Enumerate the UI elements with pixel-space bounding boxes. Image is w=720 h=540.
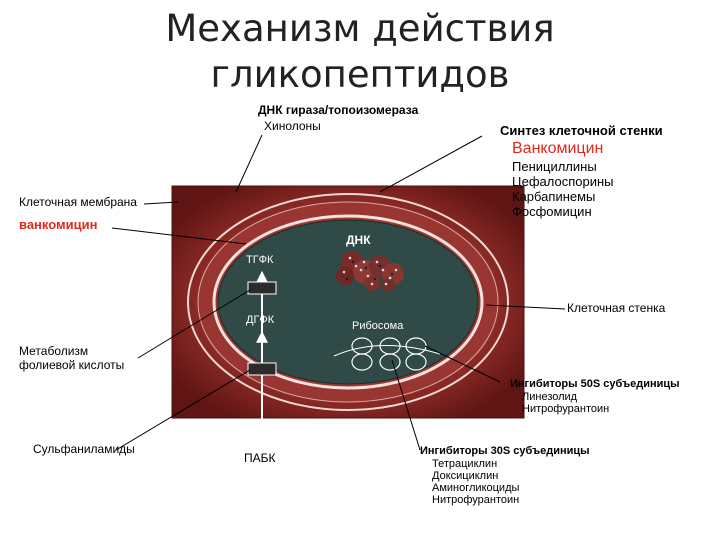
page-title: Механизм действия гликопептидов [160, 6, 560, 98]
cell-wall-drug-list: Пенициллины Цефалоспорины Карбапинемы Фо… [512, 159, 614, 219]
label-cell-wall: Клеточная стенка [567, 301, 666, 315]
drug-penicillins: Пенициллины [512, 159, 597, 174]
label-vancomycin-left: ванкомицин [19, 217, 98, 232]
list-30s-drugs: Тетрациклин Доксициклин Аминогликоциды Н… [432, 458, 519, 506]
drug-tetracycline: Тетрациклин [432, 458, 498, 470]
pointer-cell-wall-synthesis [379, 135, 483, 193]
label-dna-gyrase: ДНК гираза/топоизомераза [258, 103, 419, 117]
dna-cluster [336, 251, 404, 292]
pointer-cell-membrane [143, 201, 179, 205]
drug-fosfomycin: Фосфомицин [512, 204, 592, 219]
pointer-sulfonamides [115, 369, 251, 451]
label-cell-wall-synthesis: Синтез клеточной стенки [500, 123, 663, 138]
label-quinolones: Хинолоны [264, 119, 321, 133]
pointer-quinolones [235, 134, 263, 193]
label-dna: ДНК [346, 233, 371, 247]
folate-pathway [247, 270, 277, 456]
drug-linezolid: Линезолид [522, 391, 578, 403]
pointer-50s [424, 345, 501, 383]
title-line-2: гликопептидов [210, 53, 510, 96]
label-sulfonamides: Сульфаниламиды [33, 442, 135, 456]
label-vancomycin-top: Ванкомицин [512, 140, 604, 157]
pointer-30s [391, 359, 421, 451]
folic-line-1: Метаболизм [19, 344, 89, 358]
drug-aminoglycosides: Аминогликоциды [432, 482, 520, 494]
list-50s-drugs: Линезолид Нитрофурантоин [522, 391, 609, 415]
drug-nitrofurantoin-30s: Нитрофурантоин [432, 494, 520, 506]
label-inhibitors-30s: Ингибиторы 30S субъединицы [420, 445, 590, 457]
pointer-cell-wall [485, 304, 566, 310]
drug-nitrofurantoin-50s: Нитрофурантоин [522, 403, 610, 415]
drug-carbapenems: Карбапинемы [512, 189, 596, 204]
label-ribosome: Рибосома [352, 320, 404, 332]
folic-line-2: фолиевой кислоты [19, 358, 125, 372]
outer-membrane-ring [187, 193, 509, 411]
label-dgfk: ДГФК [246, 314, 275, 326]
pointer-vancomycin [111, 227, 247, 245]
ribosome-group [333, 337, 441, 371]
pointer-folic-metabolism [137, 289, 251, 359]
label-pabk: ПАБК [244, 451, 276, 465]
cell-membrane [212, 214, 484, 390]
label-cell-membrane: Клеточная мембрана [19, 195, 137, 209]
label-tgfk: ТГФК [246, 254, 274, 266]
label-folic-metabolism: Метаболизм фолиевой кислоты [19, 344, 124, 372]
drug-cephalosporins: Цефалоспорины [512, 174, 614, 189]
cytoplasm [217, 219, 479, 385]
label-inhibitors-50s: Ингибиторы 50S субъединицы [510, 378, 680, 390]
title-line-1: Механизм действия [165, 7, 555, 50]
drug-doxycycline: Доксициклин [432, 470, 499, 482]
